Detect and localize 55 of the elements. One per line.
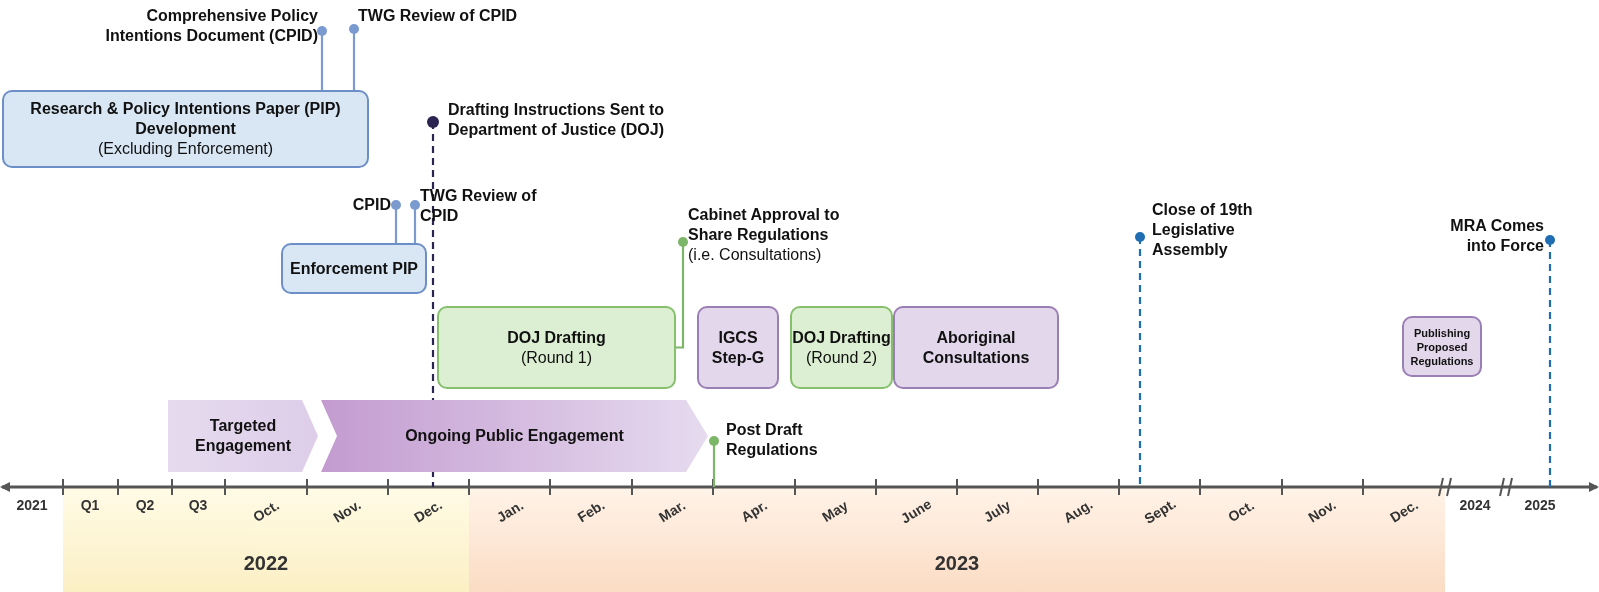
leader-line [709, 436, 719, 487]
month-label: Oct. [1225, 497, 1257, 525]
phase-box: Aboriginal Consultations [893, 306, 1059, 389]
label-heading: DOJ Drafting [507, 327, 606, 348]
phase-box: Enforcement PIP [281, 243, 427, 294]
milestone-label: CPID [320, 195, 391, 217]
label-note: (i.e. Consultations) [688, 245, 823, 265]
label-heading: Cabinet Approval to Share Regulations [688, 205, 841, 245]
period-label: 2024 [1459, 497, 1491, 513]
milestone-label: Drafting Instructions Sent to Department of Justice (DOJ) [448, 100, 738, 144]
year-label: 2023 [934, 552, 980, 575]
milestone-label: Close of 19th Legislative Assembly [1152, 200, 1282, 266]
phase-box [437, 306, 676, 389]
phase-box: IGCS Step-G [697, 306, 779, 389]
leader-line [1135, 232, 1145, 487]
milestone-label: TWG Review of CPID [420, 186, 540, 230]
leader-line [1545, 235, 1555, 487]
month-label: Sept. [1141, 495, 1179, 527]
period-label: 2021 [16, 497, 48, 513]
month-label: Nov. [330, 496, 364, 526]
month-label: Dec. [1387, 496, 1421, 526]
phase-band: Targeted Engagement [168, 400, 318, 472]
year-label: 2022 [243, 552, 289, 575]
leader-line [410, 200, 420, 243]
leader-line [391, 200, 401, 243]
month-label: Feb. [574, 496, 608, 526]
period-label: Q2 [135, 497, 155, 513]
milestone-label: Post Draft Regulations [726, 420, 846, 464]
leader-line [349, 24, 359, 90]
phase-box: Publishing Proposed Regulations [1402, 316, 1482, 377]
month-label: Jan. [493, 496, 527, 526]
milestone-label: Comprehensive Policy Intentions Document (CPID) [70, 6, 318, 50]
leader-line [317, 26, 327, 90]
milestone-label: TWG Review of CPID [358, 6, 518, 50]
period-label: 2025 [1524, 497, 1556, 513]
period-label: Q1 [80, 497, 100, 513]
phase-band: Ongoing Public Engagement [321, 400, 708, 472]
month-label: May [819, 497, 851, 525]
label-note: (Round 1) [520, 347, 593, 368]
label-heading: DOJ Drafting [792, 327, 891, 348]
phase-box [790, 306, 893, 389]
month-label: Oct. [250, 497, 282, 525]
milestone-label: MRA Comes into Force [1420, 216, 1544, 260]
period-label: Q3 [188, 497, 208, 513]
month-label: Apr. [738, 497, 770, 525]
month-label: Dec. [411, 496, 445, 526]
label-note: (Round 2) [805, 347, 878, 368]
phase-box: Research & Policy Intentions Paper (PIP) Development (Excluding Enforcement) [2, 90, 369, 168]
month-label: June [897, 495, 935, 527]
leader-line [676, 237, 688, 349]
month-label: Mar. [655, 496, 689, 526]
month-label: Nov. [1305, 496, 1339, 526]
month-label: July [980, 496, 1014, 526]
timeline-axis [0, 477, 1599, 497]
month-label: Aug. [1060, 495, 1096, 527]
